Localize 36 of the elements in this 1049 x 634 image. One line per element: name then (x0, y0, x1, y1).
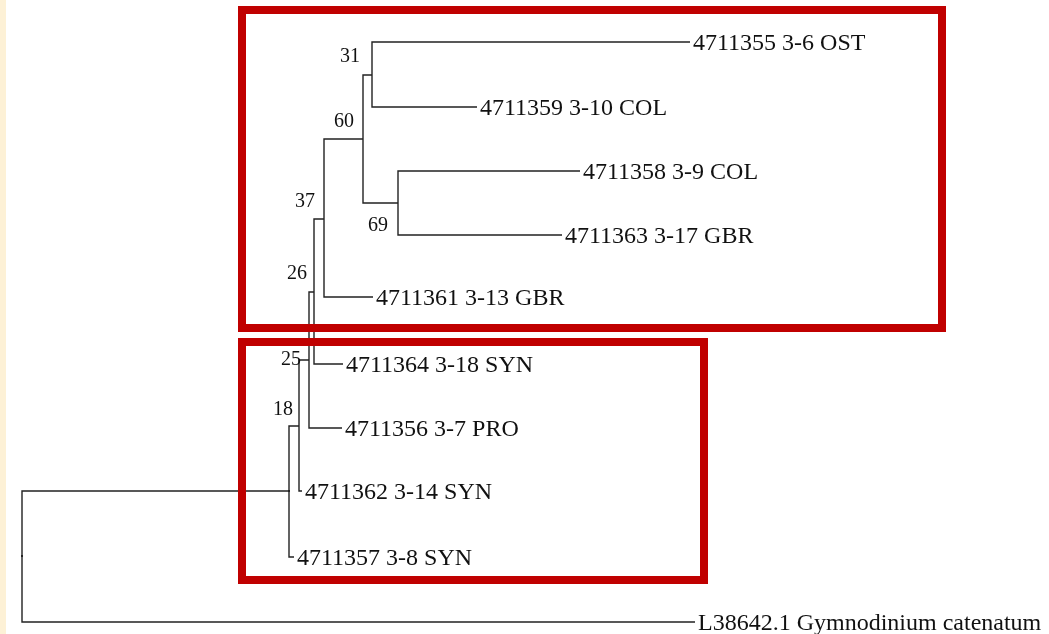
tree-branch (371, 74, 478, 108)
tree-branch (323, 218, 374, 298)
tree-branch (298, 359, 310, 427)
bootstrap-value: 69 (368, 213, 388, 235)
taxon-label: 4711358 3-9 COL (583, 157, 759, 185)
tree-branch (397, 202, 563, 236)
tree-branch (308, 291, 315, 361)
highlight-frame (238, 6, 946, 332)
tree-branch (21, 490, 290, 557)
tree-branch (371, 41, 691, 76)
tree-branch (362, 138, 399, 204)
tree-branch (397, 170, 581, 204)
taxon-label: 4711357 3-8 SYN (297, 543, 473, 571)
tree-branch (308, 359, 343, 429)
tree-branch (313, 218, 325, 293)
tree-branch (323, 138, 364, 220)
taxon-label: 4711356 3-7 PRO (345, 414, 519, 442)
tree-branch (313, 291, 344, 365)
highlight-frame (238, 338, 708, 584)
bootstrap-value: 26 (287, 261, 307, 283)
taxon-label: 4711362 3-14 SYN (305, 477, 493, 505)
bootstrap-value: 25 (281, 347, 301, 369)
taxon-label: 4711363 3-17 GBR (565, 221, 754, 249)
bootstrap-value: 31 (340, 44, 360, 66)
taxon-label: 4711359 3-10 COL (480, 93, 668, 121)
bootstrap-value: 18 (273, 397, 293, 419)
taxon-label: 4711364 3-18 SYN (346, 350, 534, 378)
taxon-label: 4711355 3-6 OST (693, 28, 866, 56)
tree-branch (288, 490, 295, 558)
tree-branch (21, 555, 696, 623)
bootstrap-value: 37 (295, 189, 315, 211)
tree-branch (362, 74, 373, 140)
tree-branch (288, 425, 300, 492)
taxon-label: 4711361 3-13 GBR (376, 283, 565, 311)
tree-branch (298, 425, 303, 492)
bootstrap-value: 60 (334, 109, 354, 131)
